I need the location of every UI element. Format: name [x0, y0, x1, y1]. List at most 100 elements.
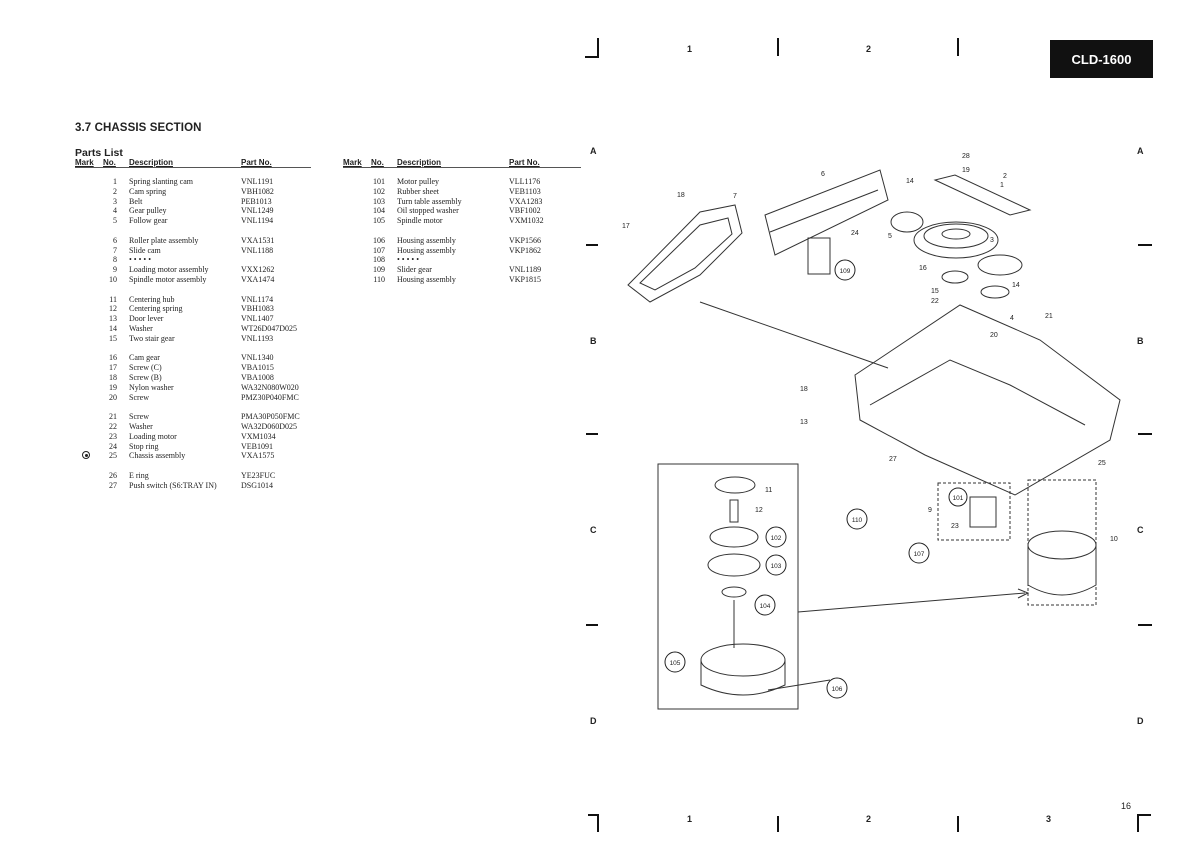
grid-col-1-top: 1 — [687, 44, 693, 54]
svg-text:24: 24 — [851, 230, 859, 237]
part-code: VKP1566 — [509, 235, 542, 245]
grid-row-c-left: C — [590, 525, 597, 535]
header-part-no: Part No. — [241, 158, 272, 167]
svg-text:25: 25 — [1098, 460, 1106, 467]
part-number-index: 1 — [113, 177, 117, 186]
svg-text:21: 21 — [1045, 313, 1053, 320]
part-description: Screw — [129, 392, 149, 402]
part-description: Loading motor assembly — [129, 265, 209, 275]
svg-text:106: 106 — [832, 686, 843, 693]
table-row: 8• • • • • — [75, 255, 311, 265]
slide-cam-part — [627, 204, 743, 303]
part-code: VNL1191 — [241, 177, 274, 186]
chassis-part — [854, 304, 1121, 496]
part-number-index: 21 — [109, 412, 117, 422]
part-number-index: 13 — [109, 314, 117, 324]
parts-list-title: Parts List — [75, 147, 123, 159]
part-description: Slider gear — [397, 265, 432, 275]
part-code: PMZ30P040FMC — [241, 392, 299, 402]
part-code: YE23FUC — [241, 470, 276, 480]
svg-text:104: 104 — [760, 603, 771, 610]
svg-text:19: 19 — [962, 167, 970, 174]
part-code: VNL1193 — [241, 333, 274, 343]
grid-row-d-right: D — [1137, 716, 1144, 726]
part-description: Housing assembly — [397, 274, 456, 284]
part-description: Washer — [129, 421, 153, 431]
svg-text:3: 3 — [990, 237, 994, 244]
part-code: VEB1091 — [241, 441, 273, 451]
svg-text:2: 2 — [1003, 173, 1007, 180]
part-number-index: 26 — [109, 470, 117, 480]
loading-gear-part — [807, 237, 831, 275]
header-description: Description — [397, 158, 442, 167]
svg-text:17: 17 — [622, 223, 630, 230]
part-code: VBF1002 — [509, 206, 541, 216]
part-code: VNL1188 — [241, 245, 274, 255]
part-number-index: 20 — [109, 392, 117, 402]
grid-row-a-right: A — [1137, 146, 1144, 156]
part-number-index: 8 — [113, 255, 117, 265]
part-number-index: 22 — [109, 421, 117, 431]
part-code: VBH1082 — [241, 186, 274, 196]
part-number-index: 16 — [109, 353, 117, 363]
part-code: VXX1262 — [241, 265, 275, 275]
header-mark: Mark — [75, 158, 94, 167]
part-number-index: 10 — [109, 274, 117, 284]
part-number-index: 9 — [113, 265, 117, 275]
part-description: Stop ring — [129, 441, 159, 451]
part-number-index: 110 — [373, 274, 385, 284]
svg-text:15: 15 — [931, 288, 939, 295]
table-row: 9 Loading motor assembly VXX1262 — [75, 265, 311, 275]
header-no: No. — [103, 158, 116, 167]
part-description: Loading motor — [129, 431, 177, 441]
svg-text:102: 102 — [771, 535, 782, 542]
svg-text:16: 16 — [919, 265, 927, 272]
part-description: Cam spring — [129, 186, 167, 196]
part-description: Motor pulley — [397, 177, 439, 186]
part-number-index: 25 — [109, 451, 117, 461]
part-description: Cam gear — [129, 353, 160, 363]
part-description: Screw — [129, 412, 149, 422]
svg-text:14: 14 — [1012, 282, 1020, 289]
part-description: Housing assembly — [397, 235, 456, 245]
part-number-index: 18 — [109, 372, 117, 382]
svg-text:6: 6 — [821, 171, 825, 178]
part-number-index: 3 — [113, 196, 117, 206]
part-code: VXA1575 — [241, 451, 275, 461]
part-description: Spindle motor — [397, 216, 443, 226]
part-code: VNL1189 — [509, 265, 542, 275]
table-header: Mark No. Description Part No. — [75, 157, 311, 168]
svg-text:23: 23 — [951, 523, 959, 530]
part-description: Belt — [129, 196, 143, 206]
part-description: Chassis assembly — [129, 451, 186, 461]
part-description: Follow gear — [129, 216, 168, 226]
part-description: Nylon washer — [129, 382, 174, 392]
loading-motor-part — [969, 496, 997, 528]
part-description: Centering hub — [129, 294, 175, 304]
spindle-detail-box — [657, 463, 799, 710]
part-number-index: 19 — [109, 382, 117, 392]
part-code: VNL1340 — [241, 353, 274, 363]
part-number-index: 103 — [373, 196, 385, 206]
part-code: VLL1176 — [509, 177, 541, 186]
part-number-index: 14 — [109, 323, 117, 333]
table-row: 25 Chassis assembly VXA1575 — [75, 451, 311, 461]
part-description: Screw (C) — [129, 363, 162, 373]
part-code: VBH1083 — [241, 304, 274, 314]
header-description: Description — [129, 158, 174, 167]
